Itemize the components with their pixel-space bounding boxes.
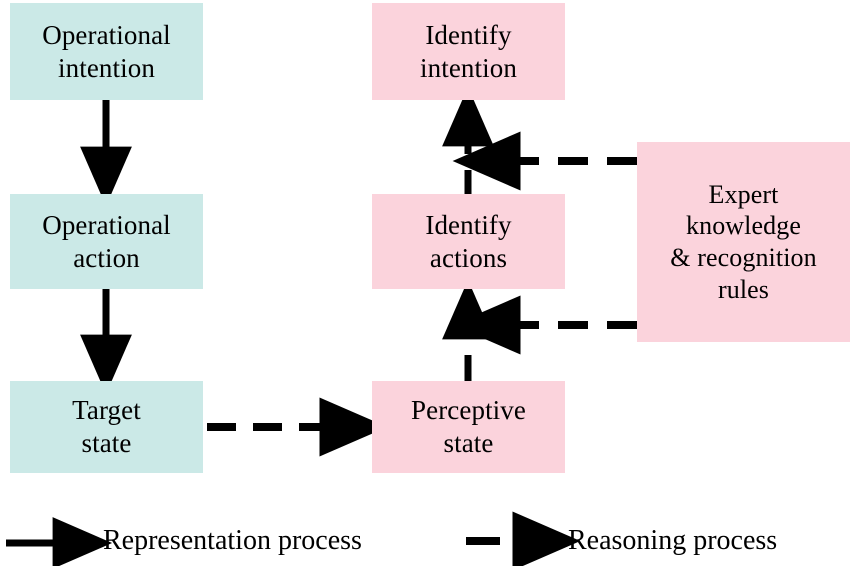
node-label: Expert knowledge & recognition rules	[670, 179, 817, 304]
node-label: Operational intention	[42, 19, 171, 83]
node-label: Identify intention	[420, 19, 517, 83]
node-operational-action[interactable]: Operational action	[10, 194, 203, 289]
node-operational-intention[interactable]: Operational intention	[10, 3, 203, 100]
node-label: Identify actions	[425, 209, 512, 273]
node-expert-knowledge-rules[interactable]: Expert knowledge & recognition rules	[637, 142, 850, 342]
legend-item-representation: Representation process	[103, 525, 362, 557]
node-label: Operational action	[42, 209, 171, 273]
node-label: Perceptive state	[411, 395, 526, 458]
node-target-state[interactable]: Target state	[10, 381, 203, 473]
legend-label-reasoning: Reasoning process	[568, 525, 778, 556]
legend-label-representation: Representation process	[103, 525, 362, 556]
node-identify-actions[interactable]: Identify actions	[372, 194, 565, 289]
node-identify-intention[interactable]: Identify intention	[372, 3, 565, 100]
node-perceptive-state[interactable]: Perceptive state	[372, 381, 565, 473]
legend-item-reasoning: Reasoning process	[568, 525, 777, 557]
node-label: Target state	[72, 395, 141, 458]
